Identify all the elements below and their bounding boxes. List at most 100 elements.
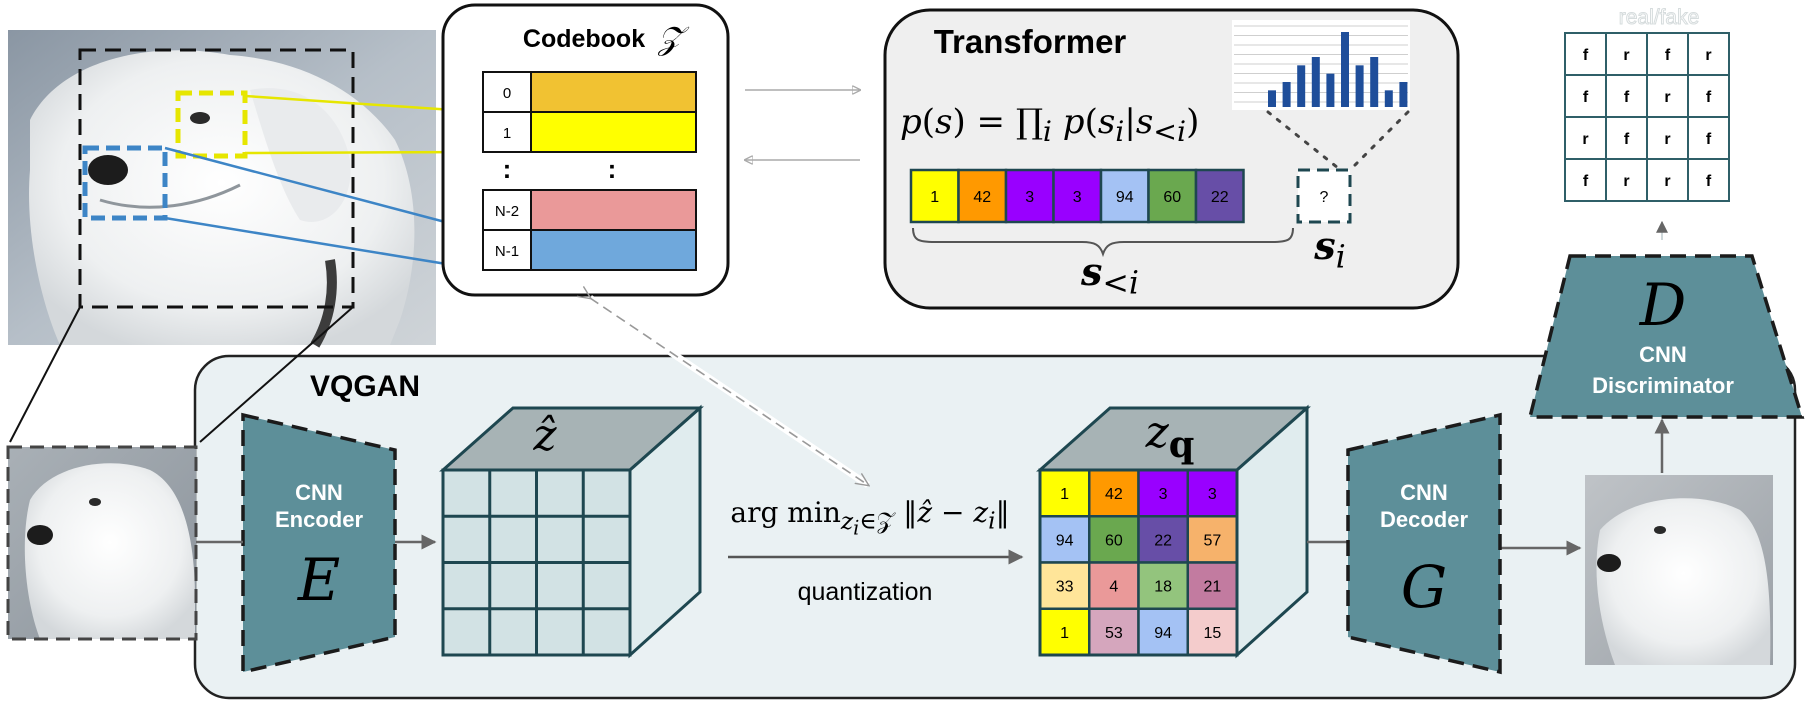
argmin-formula: arg minzi∈𝒵 ‖ẑ − zi‖ — [730, 496, 1009, 539]
real-fake-cell-label: r — [1623, 47, 1629, 64]
real-fake-cell-label: f — [1583, 173, 1589, 190]
zq-cell-label: 60 — [1105, 532, 1123, 549]
real-fake-cell — [1687, 32, 1730, 76]
histogram-bar — [1326, 73, 1335, 107]
histogram-bar — [1268, 90, 1276, 107]
decoder-letter: G — [1401, 553, 1447, 621]
context-brace — [912, 227, 1294, 258]
zq-cell — [1038, 515, 1091, 564]
codebook-index-label: N-2 — [495, 203, 519, 220]
codebook-vector — [530, 71, 697, 113]
real-fake-cell-label: r — [1705, 47, 1711, 64]
real-fake-label: real/fake — [1619, 6, 1700, 29]
codebook-index-label: 1 — [503, 125, 511, 142]
input-image-small — [8, 447, 196, 639]
z-hat-label: ẑ — [533, 410, 556, 461]
zq-cell — [1186, 515, 1239, 564]
codebook-dots-index: : — [503, 154, 512, 184]
probability-histogram — [1232, 20, 1410, 110]
histogram-bar — [1384, 90, 1393, 107]
zq-cell-label: 57 — [1203, 532, 1221, 549]
s-less-i-label: s<i — [1081, 249, 1139, 302]
dog-nose-icon — [88, 155, 128, 185]
real-fake-cell — [1646, 158, 1689, 202]
histogram-bar — [1311, 57, 1320, 107]
zq-cell-label: 1 — [1060, 486, 1069, 503]
s-i-label: si — [1314, 223, 1346, 276]
cnn-discriminator-block — [1527, 254, 1805, 419]
zq-cell — [1088, 607, 1140, 657]
codebook-index-cell — [482, 111, 532, 153]
sequence-token — [1004, 168, 1055, 224]
blue-patch-box — [82, 145, 168, 221]
codebook-vector — [530, 111, 697, 153]
encoder-label-line1: CNN — [295, 480, 343, 505]
zq-cell — [1186, 607, 1239, 657]
crop-region-box — [78, 48, 355, 309]
histogram-bar — [1341, 32, 1349, 107]
real-fake-cell-label: r — [1664, 131, 1670, 148]
real-fake-cell-label: f — [1583, 47, 1589, 64]
encoder-label-line2: Encoder — [275, 507, 363, 532]
zq-cell-label: 53 — [1105, 625, 1123, 642]
zq-cell — [1088, 515, 1140, 564]
zq-cell-label: 94 — [1056, 532, 1074, 549]
discriminator-label-line2: Discriminator — [1592, 373, 1734, 398]
discriminator-letter: D — [1639, 271, 1687, 339]
zq-cell-label: 21 — [1203, 579, 1221, 596]
histogram-bar — [1370, 57, 1379, 107]
real-fake-cell — [1605, 32, 1648, 76]
codebook-vector — [530, 189, 697, 231]
sequence-token-label: 3 — [1073, 189, 1082, 206]
zq-label: zq — [1146, 407, 1195, 466]
zq-cell-label: 4 — [1109, 579, 1118, 596]
real-fake-cell — [1687, 158, 1730, 202]
real-fake-cell-label: r — [1664, 89, 1670, 106]
codebook-index-label: N-1 — [495, 243, 519, 260]
histogram-bar — [1297, 65, 1306, 107]
yellow-patch-box — [175, 90, 248, 159]
sequence-token — [909, 168, 960, 224]
input-image-large — [8, 30, 436, 348]
codebook-index-cell — [482, 189, 532, 231]
transformer-formula: p(s) = ∏i p(si|s<i) — [900, 102, 1199, 148]
zq-cell-label: 42 — [1105, 486, 1123, 503]
real-fake-cell — [1605, 158, 1648, 202]
zq-cell-label: 33 — [1056, 579, 1074, 596]
codebook-dots-vector: : — [608, 154, 617, 184]
quantization-label: quantization — [798, 578, 933, 606]
histogram-bar — [1355, 65, 1364, 107]
unknown-token: ? — [1320, 189, 1329, 206]
real-fake-cell-label: f — [1624, 89, 1630, 106]
histogram-bar — [1399, 82, 1408, 107]
sequence-token — [1147, 168, 1198, 224]
cnn-decoder-block — [1346, 412, 1502, 675]
sequence-token-label: 22 — [1211, 189, 1229, 206]
zq-cell — [1137, 515, 1189, 564]
discriminator-label-line1: CNN — [1639, 342, 1687, 367]
real-fake-cell — [1564, 32, 1607, 76]
sequence-token-label: 3 — [1025, 189, 1034, 206]
sequence-token-label: 42 — [973, 189, 991, 206]
real-fake-cell-label: f — [1706, 131, 1712, 148]
zq-cell-label: 3 — [1159, 486, 1168, 503]
real-fake-cell-label: r — [1623, 173, 1629, 190]
zq-cell — [1186, 468, 1239, 518]
vqgan-title: VQGAN — [310, 370, 420, 403]
real-fake-cell-label: r — [1582, 131, 1588, 148]
real-fake-cell — [1564, 74, 1607, 118]
real-fake-cell-label: f — [1583, 89, 1589, 106]
reconstructed-image — [1585, 475, 1773, 665]
transformer-title: Transformer — [934, 23, 1127, 60]
sequence-token-label: 94 — [1116, 189, 1134, 206]
codebook-index-label: 0 — [503, 85, 511, 102]
sequence-token-label: 1 — [930, 189, 939, 206]
cnn-encoder-block — [241, 412, 397, 675]
sequence-token — [957, 168, 1008, 224]
zq-cell-label: 1 — [1060, 625, 1069, 642]
decoder-label-line2: Decoder — [1380, 507, 1468, 532]
codebook-index-cell — [482, 229, 532, 271]
